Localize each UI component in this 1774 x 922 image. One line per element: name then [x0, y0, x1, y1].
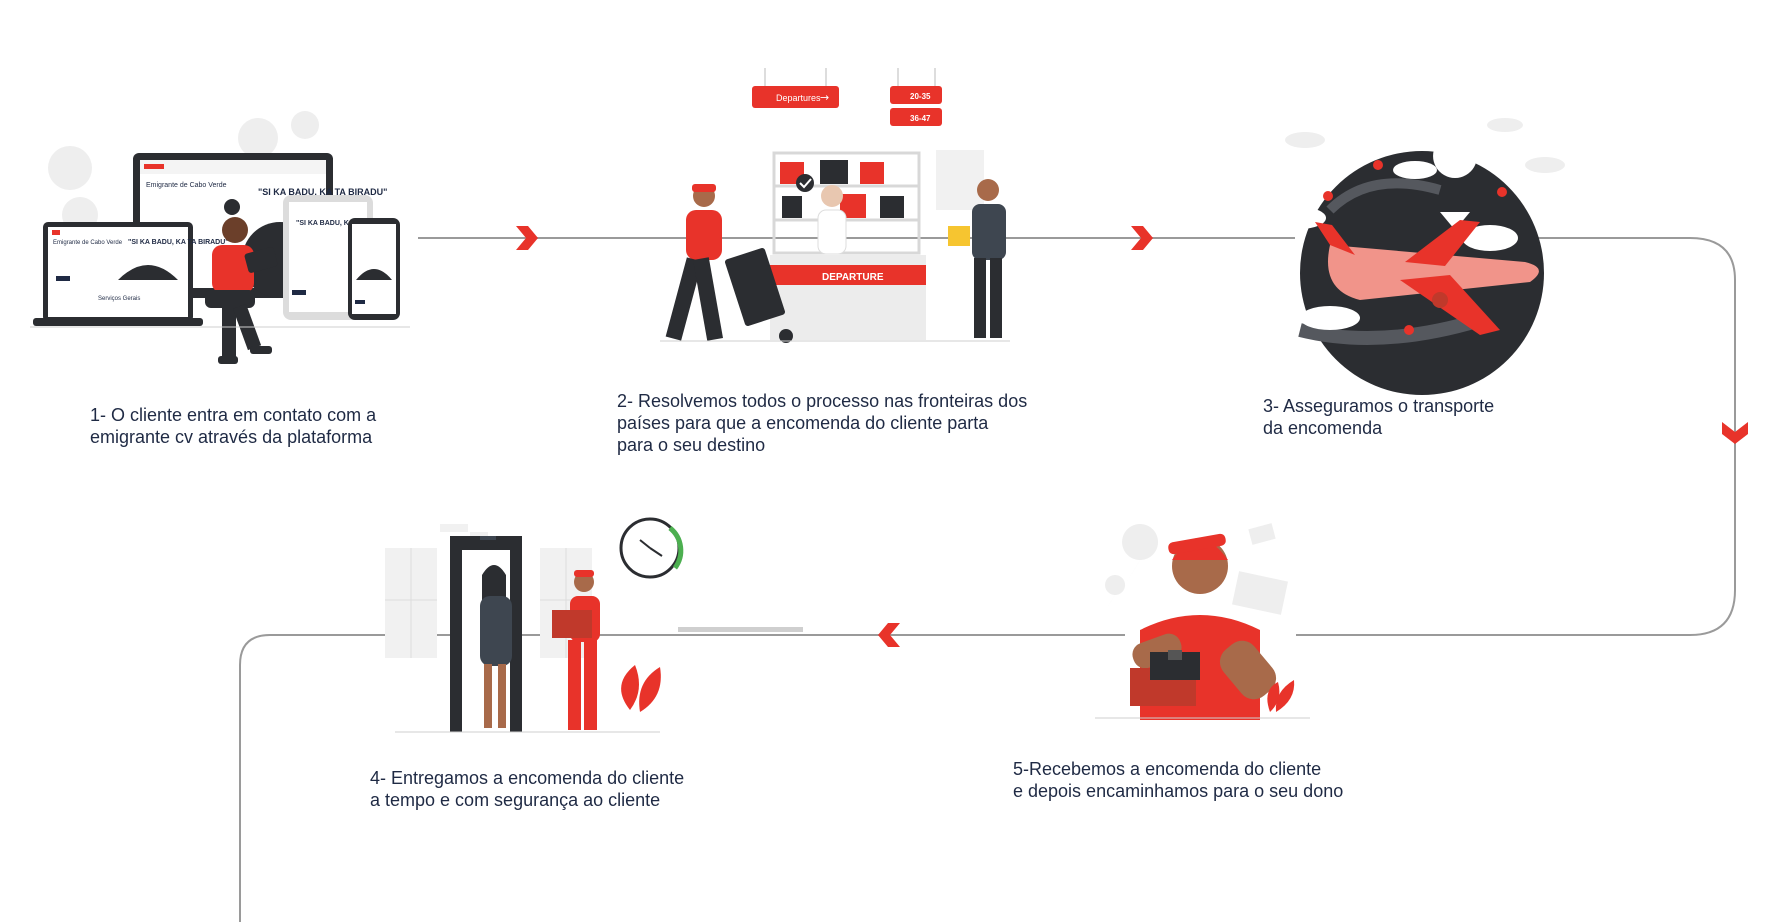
- step-3-line-2: da encomenda: [1263, 418, 1383, 438]
- arrow-right-icon: [516, 226, 538, 250]
- airport-customs-illustration: Departures → 20-35 36-47 DEPARTURE: [660, 68, 1010, 343]
- step-2-line-3: para o seu destino: [617, 435, 766, 455]
- step-5-line-2: e depois encaminhamos para o seu dono: [1013, 781, 1344, 801]
- departures-sign-label: Departures: [776, 93, 821, 103]
- step-3-caption: 3- Asseguramos o transporte da encomenda: [1263, 395, 1494, 439]
- gates-sign-b-label: 36-47: [910, 114, 931, 123]
- step-3-line-1: 3- Asseguramos o transporte: [1263, 396, 1495, 416]
- step-1-line-1: 1- O cliente entra em contato com a: [90, 405, 377, 425]
- step-4-line-1: 4- Entregamos a encomenda do cliente: [370, 768, 685, 788]
- step-1-line-2: emigrante cv através da plataforma: [90, 427, 373, 447]
- arrow-left-icon: [878, 623, 900, 647]
- gates-sign-b: [890, 108, 942, 126]
- gates-sign-a-label: 20-35: [910, 92, 931, 101]
- step-2-caption: 2- Resolvemos todos o processo nas front…: [617, 390, 1027, 456]
- arrow-right-icon: [1131, 226, 1153, 250]
- package-pin-icon: [1441, 190, 1469, 212]
- website-quote-laptop: "SI KA BADU, KA TA BIRADU": [128, 239, 229, 246]
- website-quote-tablet: "SI KA BADU, KA TA BIRADU": [296, 220, 397, 227]
- website-footer-laptop: Serviços Gerais: [98, 296, 140, 302]
- courier-receiving-illustration: [1095, 523, 1310, 720]
- svg-text:→: →: [820, 91, 829, 104]
- step-1-caption: 1- O cliente entra em contato com a emig…: [90, 404, 376, 448]
- website-tagline-laptop: Emigrante de Cabo Verde: [53, 240, 123, 246]
- website-tagline-monitor: Emigrante de Cabo Verde: [146, 182, 227, 189]
- step-2-line-1: 2- Resolvemos todos o processo nas front…: [617, 391, 1028, 411]
- step-2-line-2: países para que a encomenda do cliente p…: [617, 413, 989, 433]
- departures-sign: [752, 86, 839, 108]
- globe-airplane-illustration: [1274, 118, 1565, 395]
- step-4-caption: 4- Entregamos a encomenda do cliente a t…: [370, 767, 684, 811]
- step-4-line-2: a tempo e com segurança ao cliente: [370, 790, 661, 810]
- arrow-down-icon: [1722, 422, 1748, 444]
- departure-counter-label: DEPARTURE: [822, 272, 884, 283]
- step-5-caption: 5-Recebemos a encomenda do cliente e dep…: [1013, 758, 1343, 802]
- door-delivery-illustration: [385, 517, 803, 733]
- step-5-line-1: 5-Recebemos a encomenda do cliente: [1013, 759, 1322, 779]
- website-quote-monitor: "SI KA BADU, KA TA BIRADU": [258, 187, 387, 197]
- airplane-icon: [1315, 220, 1539, 335]
- gates-sign-a: [890, 86, 942, 104]
- website-devices-illustration: Emigrante de Cabo Verde "SI KA BADU, KA …: [30, 111, 410, 364]
